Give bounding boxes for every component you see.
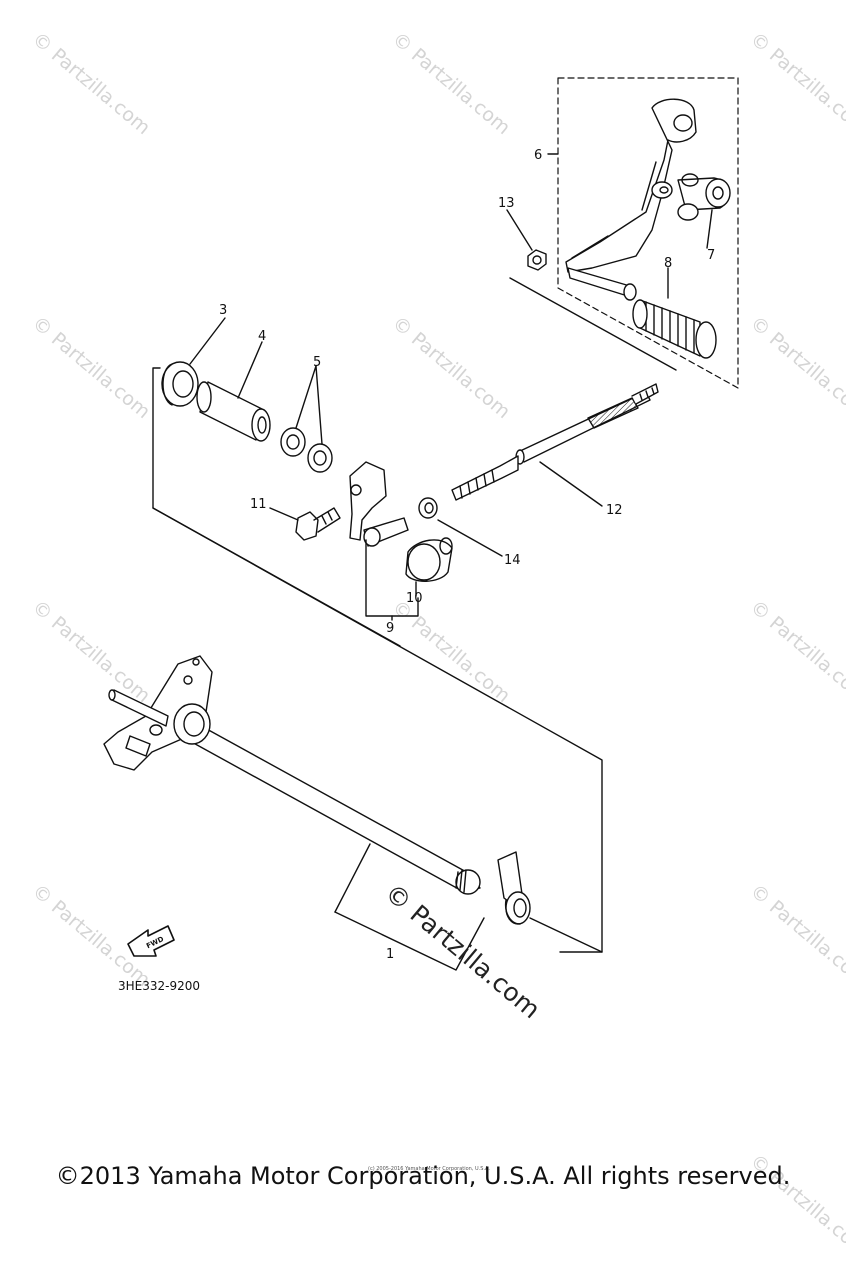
leader-14 (437, 519, 503, 557)
joint-10 (405, 537, 453, 582)
leader-7 (706, 209, 713, 249)
part-number-label: 13 (498, 196, 515, 211)
part-number-label: 4 (258, 329, 266, 344)
shift-arm-9 (349, 461, 409, 547)
part-number-label: 9 (386, 621, 394, 636)
diagram-code: 3HE332-9200 (118, 979, 201, 993)
parts-diagram: 1 3 4 5 6 7 8 9 10 11 12 13 14 FWD (103, 77, 739, 971)
leader-11 (269, 507, 299, 521)
shift-shaft-1 (103, 655, 481, 895)
nut-13 (527, 249, 547, 271)
part-number-label: 6 (534, 148, 542, 163)
joint-7 (677, 173, 731, 221)
collar-4 (196, 381, 271, 442)
part-number-label: 10 (406, 591, 423, 606)
part-number-label: 12 (606, 503, 623, 518)
part-number-label: 7 (707, 248, 715, 263)
part-number-label: 14 (504, 553, 521, 568)
return-spring (497, 851, 531, 925)
part-number-label: 3 (219, 303, 227, 318)
part-number-label: 5 (313, 355, 321, 370)
part-number-label: 8 (664, 256, 672, 271)
bolt-11 (295, 507, 341, 541)
copyright-footer: ©2013 Yamaha Motor Corporation, U.S.A. A… (55, 1162, 791, 1190)
leader-13 (506, 209, 533, 251)
shift-pedal (565, 98, 697, 301)
shift-rod-12 (451, 383, 659, 501)
leader-5a (295, 365, 317, 429)
bearing-5 (280, 427, 333, 473)
part-number-label: 11 (250, 497, 267, 512)
oil-seal-3 (161, 361, 199, 407)
assembly-line (509, 277, 677, 371)
fwd-arrow-icon (127, 925, 175, 957)
leader-4 (237, 341, 263, 399)
leader-1 (334, 911, 485, 971)
leader-3 (189, 317, 226, 365)
pedal-dashed-box (557, 77, 739, 389)
nut-14 (418, 497, 438, 519)
foot-rubber-8 (632, 299, 717, 359)
part-number-label: 1 (386, 947, 394, 962)
small-copyright: (c) 2005-2016 Yamaha Motor Corporation, … (368, 1166, 490, 1172)
leader-5b (315, 365, 323, 445)
leader-12 (539, 461, 603, 507)
leader-1 (334, 843, 371, 913)
